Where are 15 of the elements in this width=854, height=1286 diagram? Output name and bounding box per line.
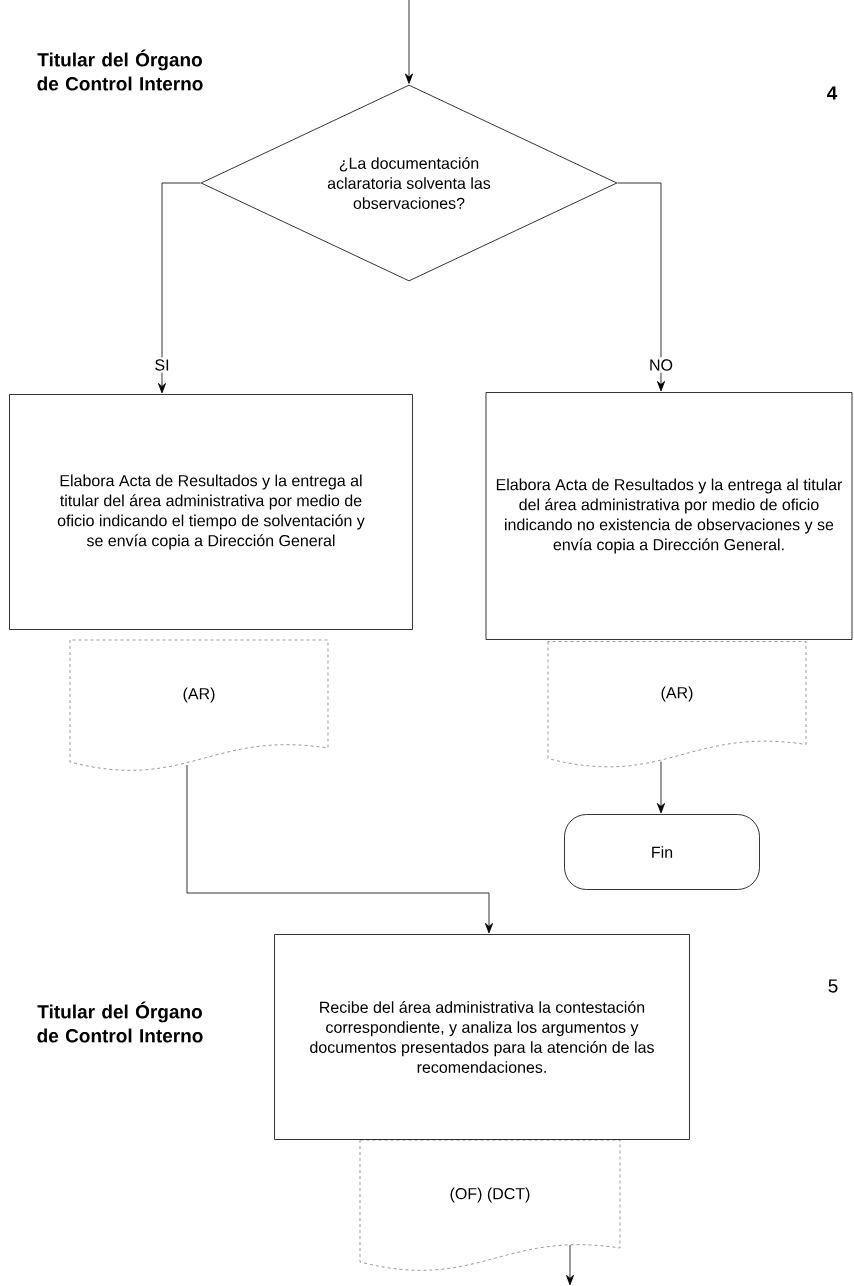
step-number: 4 [827,86,838,100]
arrow [617,182,665,392]
edge-label: NO [647,357,675,373]
process-box: Elabora Acta de Resultados y la entrega al titular del área administrativa por medio de oficio indicando no existencia de observaciones y se envía copia a Dirección General. [485,392,853,640]
arrow [657,761,665,814]
lane-label: Titular del Órgano de Control Interno [37,49,203,91]
lane-label: Titular del Órgano de Control Interno [37,1001,203,1043]
arrow [566,1244,574,1286]
arrow [405,0,413,84]
edge-label: SI [152,357,172,373]
process-box: Recibe del área administrativa la contestación correspondiente, y analiza los argumentos y documentos presentados para la atención de las recomendaciones. [274,934,690,1140]
arrow [158,182,201,394]
step-number: 5 [828,979,838,993]
process-box: Elabora Acta de Resultados y la entrega al titular del área administrativa por medio de oficio indicando el tiempo de solventación y se envía copia a Dirección General [9,394,413,630]
arrow [186,764,493,934]
